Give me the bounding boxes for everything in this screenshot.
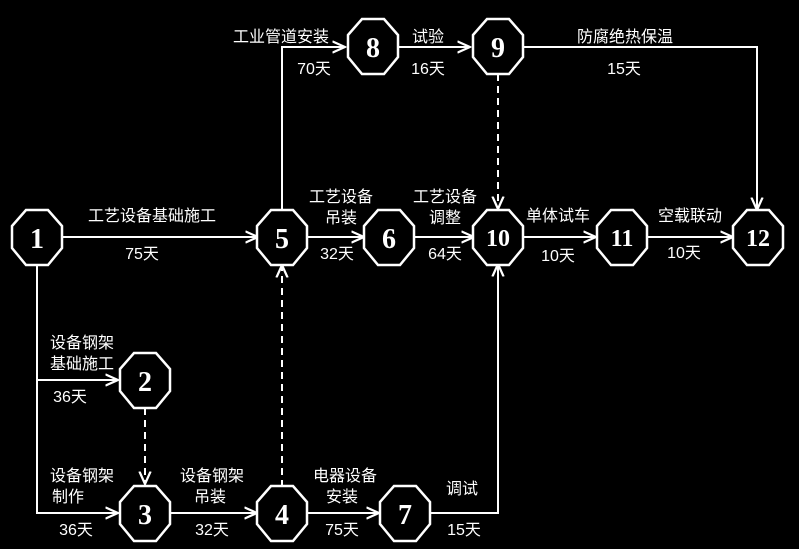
activity-4-7-duration: 75天 (325, 522, 359, 539)
activity-6-10-duration: 64天 (428, 246, 462, 263)
node-8: 8 (346, 17, 400, 76)
node-2: 2 (118, 351, 172, 410)
activity-3-4-duration: 32天 (195, 522, 229, 539)
activity-5-6-name-line1: 工艺设备 (309, 188, 373, 206)
activity-3-4-name-line2: 吊装 (194, 488, 226, 506)
node-11-label: 11 (611, 226, 634, 252)
node-3: 3 (118, 484, 172, 543)
node-6-label: 6 (382, 224, 396, 255)
activity-1-3-name-line2: 制作 (52, 488, 84, 506)
node-9-label: 9 (491, 33, 505, 64)
node-7-label: 7 (398, 500, 412, 531)
arrow-7-10 (430, 264, 498, 514)
node-6: 6 (362, 208, 416, 267)
node-10: 10 (471, 208, 525, 267)
activity-5-8-duration: 70天 (297, 61, 331, 78)
activity-3-4-name-line1: 设备钢架 (180, 467, 244, 485)
arrow-5-8 (281, 47, 345, 210)
node-4: 4 (255, 484, 309, 543)
activity-11-12-duration: 10天 (667, 245, 701, 262)
node-5-label: 5 (275, 224, 289, 255)
activity-1-2-duration: 36天 (53, 389, 87, 406)
activity-10-11-name: 单体试车 (526, 207, 590, 225)
activity-4-7-name-line1: 电器设备 (313, 467, 377, 485)
activity-8-9-duration: 16天 (411, 61, 445, 78)
activity-1-3-name-line1: 设备钢架 (50, 467, 114, 485)
activity-5-6-name-line2: 吊装 (325, 209, 357, 227)
node-5: 5 (255, 208, 309, 267)
node-8-label: 8 (366, 33, 380, 64)
node-12-label: 12 (746, 226, 770, 252)
node-12: 12 (731, 208, 785, 267)
activity-6-10-name-line2: 调整 (429, 209, 461, 227)
arrow-9-12 (523, 46, 757, 210)
activity-7-10-duration: 15天 (447, 522, 481, 539)
activity-9-12-name: 防腐绝热保温 (577, 28, 673, 46)
activity-9-12-duration: 15天 (607, 61, 641, 78)
node-9: 9 (471, 17, 525, 76)
activity-5-8-name: 工业管道安装 (233, 28, 329, 46)
activity-7-10-name: 调试 (446, 480, 478, 498)
node-11: 11 (595, 208, 649, 267)
node-10-label: 10 (486, 226, 510, 252)
activity-6-10-name-line1: 工艺设备 (413, 188, 477, 206)
activity-1-5-name: 工艺设备基础施工 (88, 207, 216, 225)
node-2-label: 2 (138, 367, 152, 398)
activity-5-6-duration: 32天 (320, 246, 354, 263)
activity-11-12-name: 空载联动 (658, 207, 722, 225)
activity-1-3-duration: 36天 (59, 522, 93, 539)
node-1-label: 1 (30, 224, 44, 255)
node-1: 1 (10, 208, 64, 267)
activity-10-11-duration: 10天 (541, 248, 575, 265)
arrow-1-3 (36, 380, 118, 513)
activity-8-9-name: 试验 (412, 28, 444, 46)
activity-4-7-name-line2: 安装 (326, 488, 358, 506)
activity-1-2-name-line2: 基础施工 (50, 355, 114, 373)
node-4-label: 4 (275, 500, 289, 531)
node-3-label: 3 (138, 500, 152, 531)
activity-1-2-name-line1: 设备钢架 (50, 334, 114, 352)
activity-1-5-duration: 75天 (125, 246, 159, 263)
node-7: 7 (378, 484, 432, 543)
